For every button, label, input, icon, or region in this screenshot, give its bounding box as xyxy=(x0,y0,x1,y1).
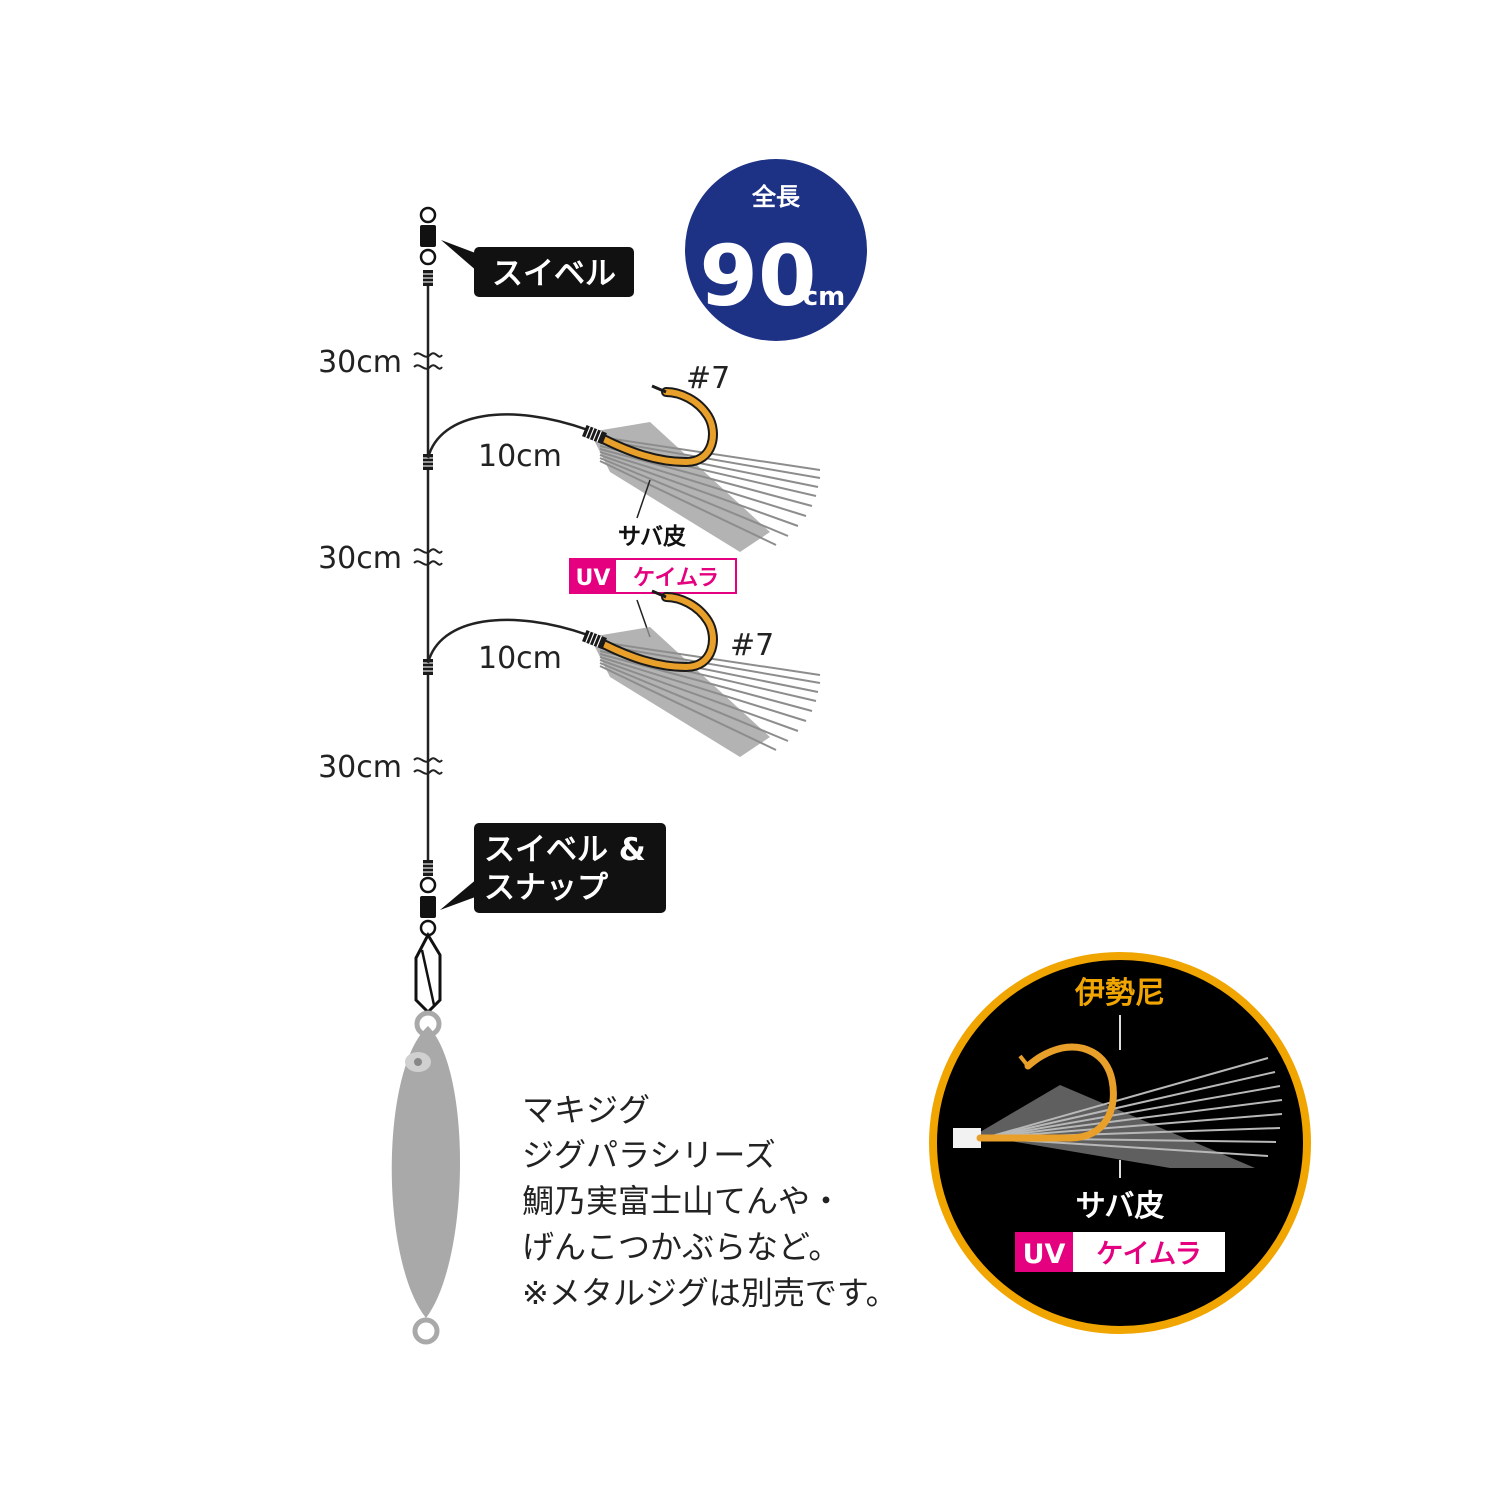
compat-line-2: ジグパラシリーズ xyxy=(522,1136,776,1174)
swivel-snap-label-line2: スナップ xyxy=(484,870,609,906)
segment-length-3: 30cm xyxy=(318,750,402,785)
total-length-value: 90 xyxy=(700,227,817,325)
top-swivel xyxy=(419,206,437,287)
segment-length-2: 30cm xyxy=(318,541,402,576)
uv-tag: UV xyxy=(576,566,611,591)
metal-jig xyxy=(391,1010,461,1345)
detail-keimura-tag: ケイムラ xyxy=(1096,1239,1202,1270)
compatibility-text: マキジグ ジグパラシリーズ 鯛乃実富士山てんや・ げんこつかぶらなど。 ※メタル… xyxy=(522,1091,898,1312)
hook-detail-circle: 伊勢尼 サバ皮 UV ケイムラ xyxy=(929,952,1311,1334)
hook-size-2: #7 xyxy=(730,628,774,663)
swivel-snap-label-line1: スイベル & xyxy=(484,832,646,868)
compat-line-3: 鯛乃実富士山てんや・ xyxy=(522,1182,842,1220)
segment-mark-1: 30cm xyxy=(318,345,443,380)
detail-material: サバ皮 xyxy=(1076,1189,1165,1224)
detail-uv-tag: UV xyxy=(1023,1239,1066,1270)
total-length-label: 全長 xyxy=(751,183,801,211)
branch-length-1: 10cm xyxy=(478,439,562,474)
skirt-material: サバ皮 xyxy=(618,524,686,550)
swivel-label: スイベル xyxy=(441,240,634,297)
compat-line-5: ※メタルジグは別売です。 xyxy=(522,1274,898,1312)
total-length-unit: cm xyxy=(803,282,846,312)
swivel-snap-label: スイベル & スナップ xyxy=(440,823,666,913)
keimura-tag: ケイムラ xyxy=(633,566,719,591)
segment-length-1: 30cm xyxy=(318,345,402,380)
compat-line-1: マキジグ xyxy=(522,1091,650,1129)
branch-length-2: 10cm xyxy=(478,641,562,676)
detail-hook-type: 伊勢尼 xyxy=(1074,976,1165,1011)
segment-mark-3: 30cm xyxy=(318,750,443,785)
compat-line-4: げんこつかぶらなど。 xyxy=(522,1228,840,1266)
skirt-callout: サバ皮 UV ケイムラ xyxy=(569,479,737,638)
bottom-swivel-snap xyxy=(414,859,442,1015)
swivel-label-text: スイベル xyxy=(492,256,616,292)
hook-size-1: #7 xyxy=(686,361,730,396)
segment-mark-2: 30cm xyxy=(318,541,443,576)
branch-1: 10cm #7 xyxy=(422,361,821,553)
total-length-badge: 全長 90 cm xyxy=(685,159,867,341)
branch-2: 10cm #7 xyxy=(422,591,821,758)
